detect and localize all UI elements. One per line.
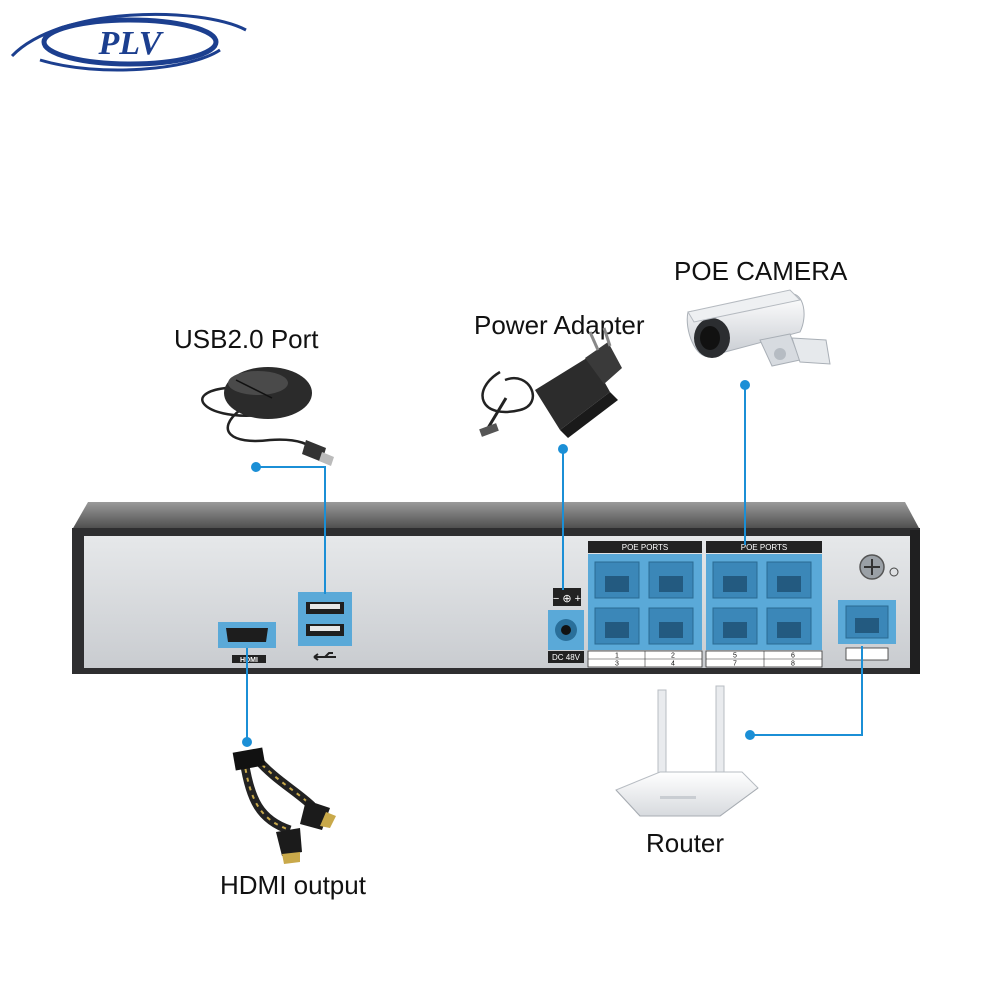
hdmi-port-label: HDMI <box>240 657 258 664</box>
poe-camera-label: POE CAMERA <box>674 256 848 286</box>
lan-port <box>838 600 896 661</box>
poe-camera-icon <box>686 289 831 367</box>
hdmi-output-label: HDMI output <box>220 870 366 900</box>
usb-ports <box>298 592 352 661</box>
power-adapter-icon <box>479 327 622 438</box>
port-number-3: 3 <box>615 661 619 668</box>
router-connector-line <box>750 646 863 736</box>
port-number-6: 6 <box>791 653 795 660</box>
svg-text:− ⊕ +: − ⊕ + <box>553 593 581 605</box>
connector-lines <box>246 385 863 740</box>
port-number-1: 1 <box>615 653 619 660</box>
dc-label: DC 48V <box>552 653 581 662</box>
router-label: Router <box>646 828 725 858</box>
ground-screw-icon <box>859 554 899 580</box>
mouse-icon <box>201 367 334 466</box>
port-number-2: 2 <box>671 653 675 660</box>
power-adapter-label: Power Adapter <box>474 310 645 340</box>
poe-ports-label-left: POE PORTS <box>622 543 669 552</box>
port-number-8: 8 <box>791 661 795 668</box>
port-number-5: 5 <box>733 653 737 660</box>
hdmi-cable-icon <box>232 747 336 864</box>
usb-connector-line <box>256 466 326 594</box>
hdmi-port: HDMI <box>218 622 276 664</box>
port-number-7: 7 <box>733 661 737 668</box>
logo-text: PLV <box>98 25 164 62</box>
dc-input: − ⊕ + DC 48V <box>548 588 584 663</box>
plv-logo: PLV <box>10 12 247 72</box>
poe-ports-label-right: POE PORTS <box>741 543 788 552</box>
usb-symbol-icon <box>313 652 336 661</box>
poe-ports: POE PORTS POE PORTS <box>587 541 823 668</box>
router-icon <box>615 685 759 817</box>
port-number-4: 4 <box>671 661 675 668</box>
usb-port-label: USB2.0 Port <box>174 324 319 354</box>
